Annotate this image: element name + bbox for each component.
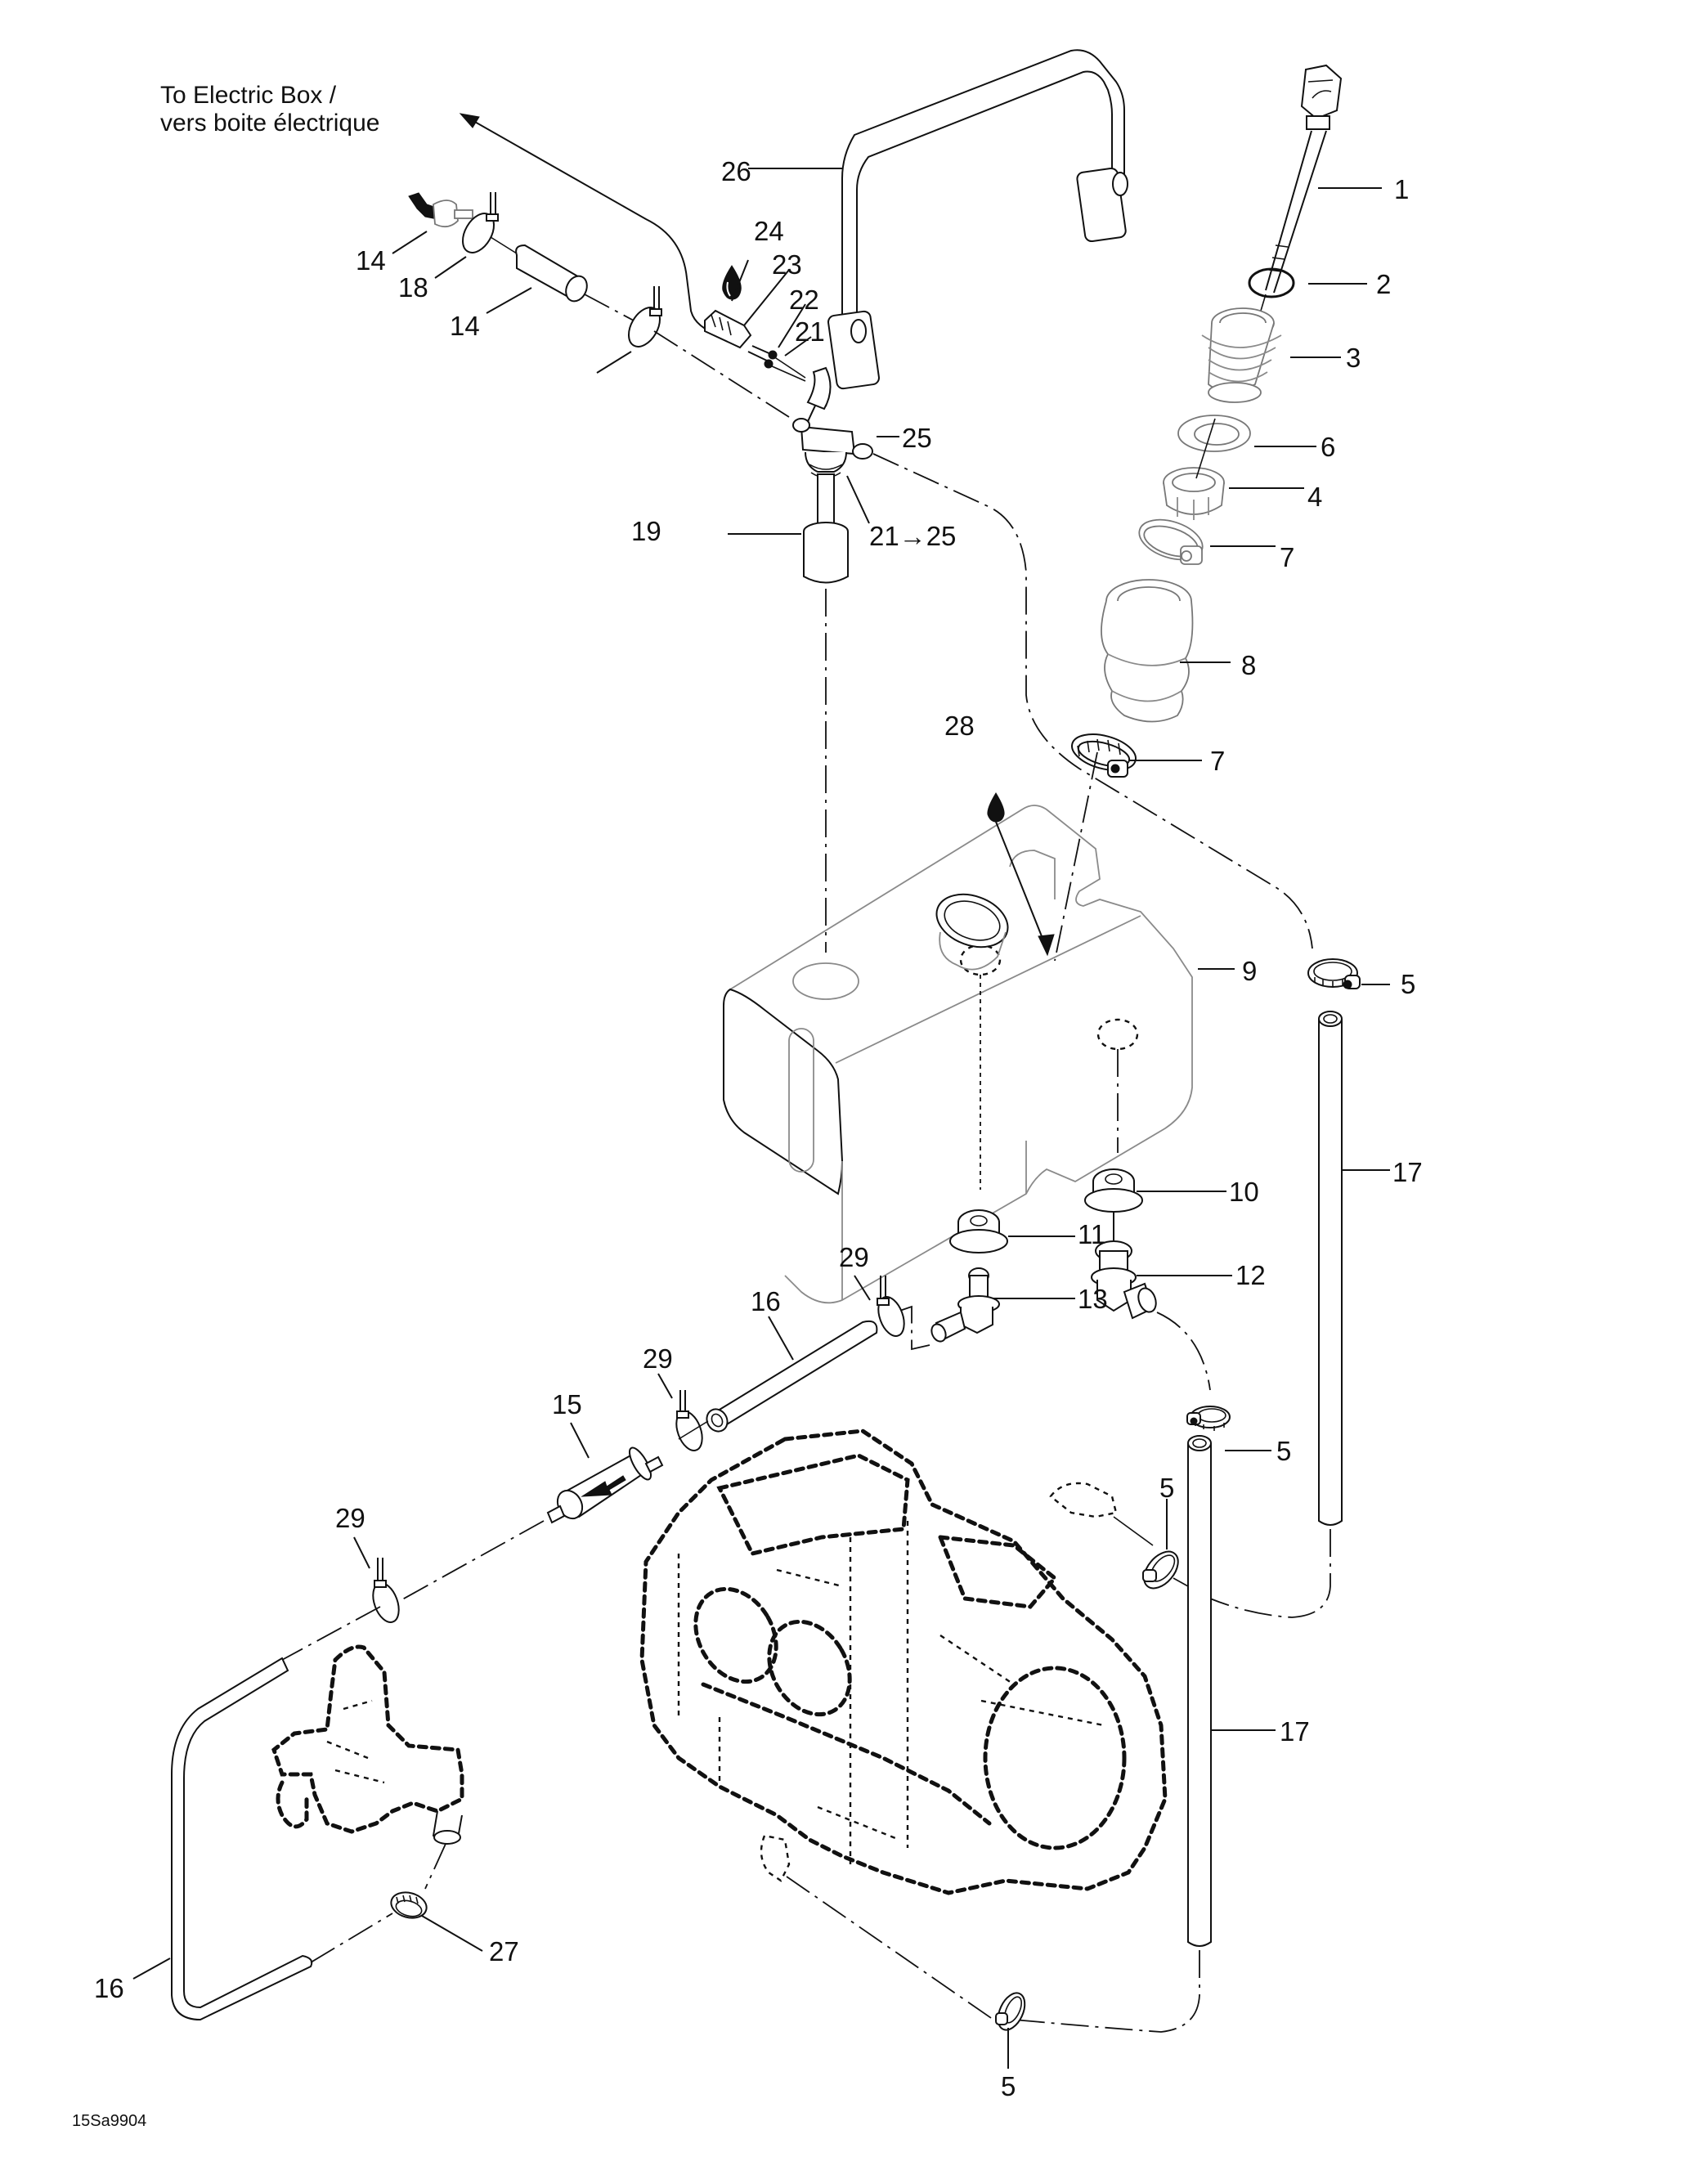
callout-11: 11: [1078, 1219, 1105, 1249]
vent-hose-17-upper: [1318, 1011, 1343, 1526]
hose-17-lower: [1187, 1435, 1212, 1947]
callout-16-bent: 16: [94, 1973, 124, 2003]
callout-1: 1: [1394, 174, 1409, 204]
callout-18: 14: [450, 311, 480, 341]
callout-28: 28: [944, 711, 975, 741]
elbow-fitting-13: [930, 1267, 1000, 1343]
callout-16-middle: 16: [751, 1286, 781, 1316]
reference-code: 15Sa9904: [72, 2112, 146, 2130]
lubricant-drop-26: [722, 265, 742, 300]
terminal-and-seal: [747, 345, 806, 382]
check-valve: [408, 192, 473, 228]
callout-20: 26: [721, 156, 751, 186]
callout-22: 21: [795, 316, 825, 347]
strap-buckle-upper: [1076, 167, 1128, 243]
oil-filter: [546, 1446, 664, 1524]
elbow-fitting-12: [1091, 1240, 1157, 1320]
vent-hose-short: [490, 236, 588, 303]
hose-clamp-lower: [1071, 733, 1137, 778]
callout-13: 13: [1078, 1284, 1108, 1314]
callout-4: 4: [1307, 482, 1322, 512]
callout-17-upper: 17: [1392, 1157, 1423, 1187]
leader-lines: [132, 168, 1390, 2069]
hose-clamp-5-bottom: [995, 1992, 1026, 2031]
callout-6: 6: [1321, 432, 1335, 462]
level-sensor: [792, 366, 873, 584]
callout-7-upper: 7: [1280, 542, 1294, 572]
tank-strap: [827, 49, 1128, 390]
callout-14-upper: 18: [398, 272, 428, 303]
grommet-10: [1084, 1168, 1143, 1213]
callout-23: 22: [789, 285, 819, 315]
filler-neck-fitting: [1201, 307, 1282, 403]
callout-9: 9: [1242, 956, 1257, 986]
hose-clamp-5-upper: [1307, 958, 1361, 989]
callout-12: 12: [1235, 1260, 1266, 1290]
tie-clamp-29-lower: [372, 1558, 400, 1623]
callout-21-to-25: 19: [631, 516, 661, 546]
annotation-line-1: To Electric Box /: [160, 82, 337, 109]
oil-hose-16: [706, 1320, 878, 1433]
callout-29-lower: 29: [335, 1503, 365, 1533]
callout-5-bottom: 5: [1001, 2071, 1016, 2101]
callout-21: 25: [902, 423, 932, 453]
o-ring: [1248, 267, 1295, 298]
callout-26: 24: [754, 216, 784, 246]
callout-25: 21→25: [869, 521, 956, 551]
engine-ghost: [639, 1428, 1168, 1895]
clamp-27: [390, 1891, 428, 1919]
connector-housing: [704, 309, 752, 349]
callout-3: 3: [1346, 343, 1361, 373]
callout-8: 8: [1241, 650, 1256, 680]
callout-10: 10: [1229, 1177, 1259, 1207]
tank-filler-opening: [935, 893, 1009, 971]
callout-24: 23: [772, 249, 802, 280]
callout-17-lower: 17: [1280, 1716, 1310, 1747]
callout-29-middle: 29: [643, 1343, 673, 1374]
hose-clamp-upper: [1138, 518, 1204, 565]
tie-clamp-14-lower: [628, 286, 662, 348]
callout-19: 14: [356, 245, 386, 276]
oil-pump-ghost: [271, 1644, 464, 1845]
callout-7-lower: 7: [1210, 746, 1225, 776]
strap-buckle-lower: [827, 310, 880, 390]
tie-clamp-29-upper: [877, 1276, 905, 1337]
hose-clamp-5-engine: [1142, 1550, 1179, 1590]
electric-box-annotation: To Electric Box / vers boite électrique: [160, 82, 720, 336]
annotation-line-2: vers boite électrique: [160, 110, 379, 137]
arrow-to-electric-box: [459, 113, 720, 336]
lock-nut: [1163, 467, 1225, 520]
tie-clamp-29-middle: [675, 1390, 703, 1451]
hose-clamp-5-mid: [1186, 1406, 1231, 1431]
grommet-11: [949, 1209, 1008, 1253]
callout-2: 2: [1376, 269, 1391, 299]
filler-bellows: [1101, 579, 1194, 723]
callout-27: 27: [489, 1936, 519, 1966]
callout-5-upper: 5: [1401, 969, 1415, 999]
tie-clamp-14-upper: [462, 192, 499, 253]
callout-29-upper: 29: [839, 1242, 869, 1272]
callout-labels: 26 1 2 3 6 4 7 8 7 28 9 5 17 10 11 12 13…: [72, 156, 1423, 2130]
callout-15: 15: [552, 1389, 582, 1419]
flat-washer: [1177, 415, 1251, 452]
callout-5-engine: 5: [1159, 1473, 1174, 1503]
oil-tank: [723, 805, 1193, 1304]
callout-5-mid: 5: [1276, 1436, 1291, 1466]
lubricant-drop-28: [987, 792, 1055, 957]
dipstick: [1265, 64, 1343, 294]
oil-hose-16-bent: [171, 1657, 313, 2021]
